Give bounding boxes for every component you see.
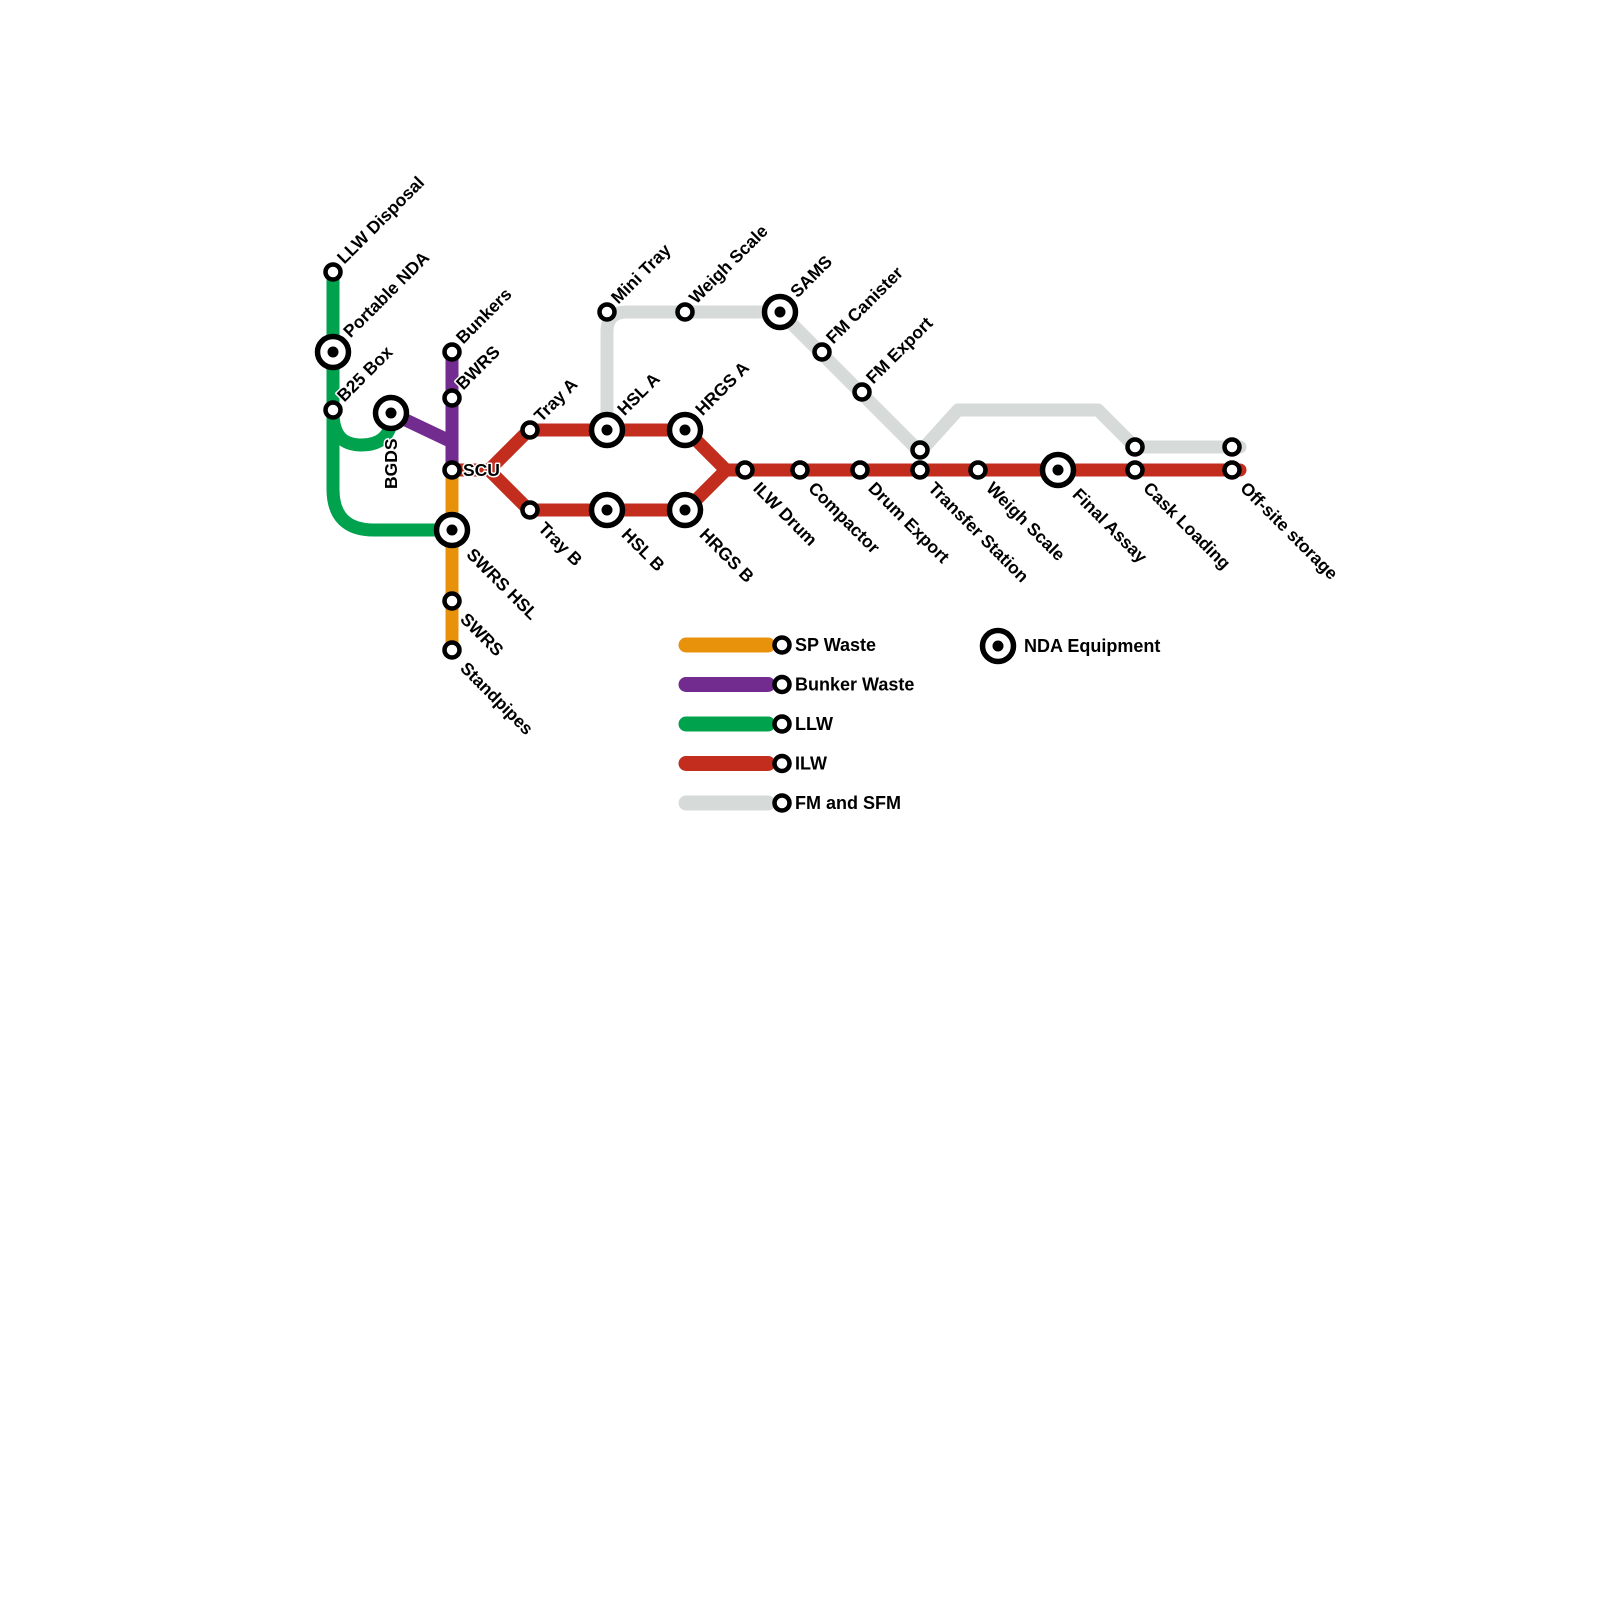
station-marker <box>442 460 462 480</box>
nda-equipment-center-dot <box>992 640 1004 652</box>
nda-equipment-center-dot <box>327 346 339 358</box>
legend-label-ilw: ILW <box>795 754 827 774</box>
legend-station-marker <box>772 793 792 813</box>
legend-row-bunker-waste: Bunker Waste <box>678 674 914 695</box>
station-label-swrs: SWRS <box>456 609 507 660</box>
station-fm-export: FM Export <box>852 311 938 402</box>
station-marker <box>852 382 872 402</box>
station-label-final-assay: Final Assay <box>1069 484 1152 567</box>
station-label-hrgs-a: HRGS A <box>691 357 753 419</box>
station-bunkers: Bunkers <box>442 282 517 362</box>
station-marker <box>323 262 343 282</box>
station-weigh-scale: Weigh Scale <box>675 219 773 322</box>
station-label-transfer-station: Transfer Station <box>924 478 1032 586</box>
legend-row-fm-and-sfm: FM and SFM <box>678 793 901 813</box>
station-label-tray-a: Tray A <box>530 374 582 426</box>
legend-row-ilw: ILW <box>678 753 827 774</box>
station-marker <box>442 388 462 408</box>
nda-equipment-center-dot <box>1052 464 1064 476</box>
legend-label-llw: LLW <box>795 714 833 734</box>
station-label-cask-loading: Cask Loading <box>1139 478 1234 573</box>
route-lines <box>326 265 1247 657</box>
station-marker <box>597 302 617 322</box>
station-marker <box>790 460 810 480</box>
station-hrgs-b: HRGS B <box>666 491 759 588</box>
nda-equipment-center-dot <box>446 524 458 536</box>
legend-station-marker <box>772 674 792 695</box>
legend-label-bunker-waste: Bunker Waste <box>795 675 914 695</box>
station-marker <box>735 460 755 480</box>
station-hrgs-a: HRGS A <box>666 356 755 449</box>
line-llw-seg2 <box>326 405 399 452</box>
legend-station-marker <box>772 714 792 734</box>
station-label-fm-canister: FM Canister <box>822 263 907 348</box>
station-marker <box>910 440 930 460</box>
station-marker <box>323 400 343 420</box>
legend-label-fm-and-sfm: FM and SFM <box>795 793 901 813</box>
station-marker <box>910 460 930 480</box>
station-off-site-storage: Off-site storage <box>1222 460 1344 585</box>
station-marker <box>442 591 462 611</box>
legend-station-marker <box>772 753 792 774</box>
station-label-fm-export: FM Export <box>862 313 937 388</box>
station-label-bgds: BGDS <box>381 438 401 489</box>
station-marker <box>520 500 540 520</box>
nda-equipment-center-dot <box>601 504 613 516</box>
station-marker <box>812 342 832 362</box>
station-bgds: BGDS <box>372 394 410 491</box>
station-label-weigh-scale: Weigh Scale <box>685 221 772 308</box>
nda-equipment-center-dot <box>385 407 397 419</box>
legend-label-sp-waste: SP Waste <box>795 635 876 655</box>
station-transfer-station-fm-stop <box>910 440 930 460</box>
station-marker <box>442 342 462 362</box>
station-off-site-storage-fm-stop <box>1222 437 1242 457</box>
legend-row-sp-waste: SP Waste <box>678 635 876 655</box>
legend-station-marker <box>772 635 792 655</box>
station-label-tray-b: Tray B <box>534 518 586 570</box>
station-label-hrgs-b: HRGS B <box>696 524 758 586</box>
line-fm-sfm <box>600 305 1247 459</box>
station-marker <box>1125 437 1145 457</box>
station-marker <box>520 420 540 440</box>
station-cask-loading-fm-stop <box>1125 437 1145 457</box>
legend-row-llw: LLW <box>678 714 833 734</box>
nda-equipment-center-dot <box>601 424 613 436</box>
station-label-off-site-storage: Off-site storage <box>1236 478 1342 584</box>
station-label-sams: SAMS <box>786 251 836 301</box>
legend-nda-equipment: NDA Equipment <box>979 627 1160 665</box>
station-marker <box>1125 460 1145 480</box>
station-label-mini-tray: Mini Tray <box>607 240 675 308</box>
station-marker <box>850 460 870 480</box>
station-label-scu: SCU <box>463 460 500 480</box>
station-marker <box>442 640 462 660</box>
station-scu: SCU <box>442 459 501 482</box>
line-llw-seg1 <box>326 265 459 537</box>
station-label-bunkers: Bunkers <box>452 284 516 348</box>
station-label-standpipes: Standpipes <box>456 658 537 739</box>
nda-equipment-center-dot <box>774 306 786 318</box>
station-marker <box>675 302 695 322</box>
station-label-hsl-b: HSL B <box>618 524 669 575</box>
nda-equipment-center-dot <box>679 424 691 436</box>
legend-label-nda-equipment: NDA Equipment <box>1024 636 1160 656</box>
station-marker <box>1222 437 1242 457</box>
station-marker <box>968 460 988 480</box>
station-transfer-station: Transfer Station <box>910 460 1034 588</box>
station-marker <box>1222 460 1242 480</box>
nda-equipment-center-dot <box>679 504 691 516</box>
station-label-hsl-a: HSL A <box>613 368 664 419</box>
station-sams: SAMS <box>761 250 838 331</box>
